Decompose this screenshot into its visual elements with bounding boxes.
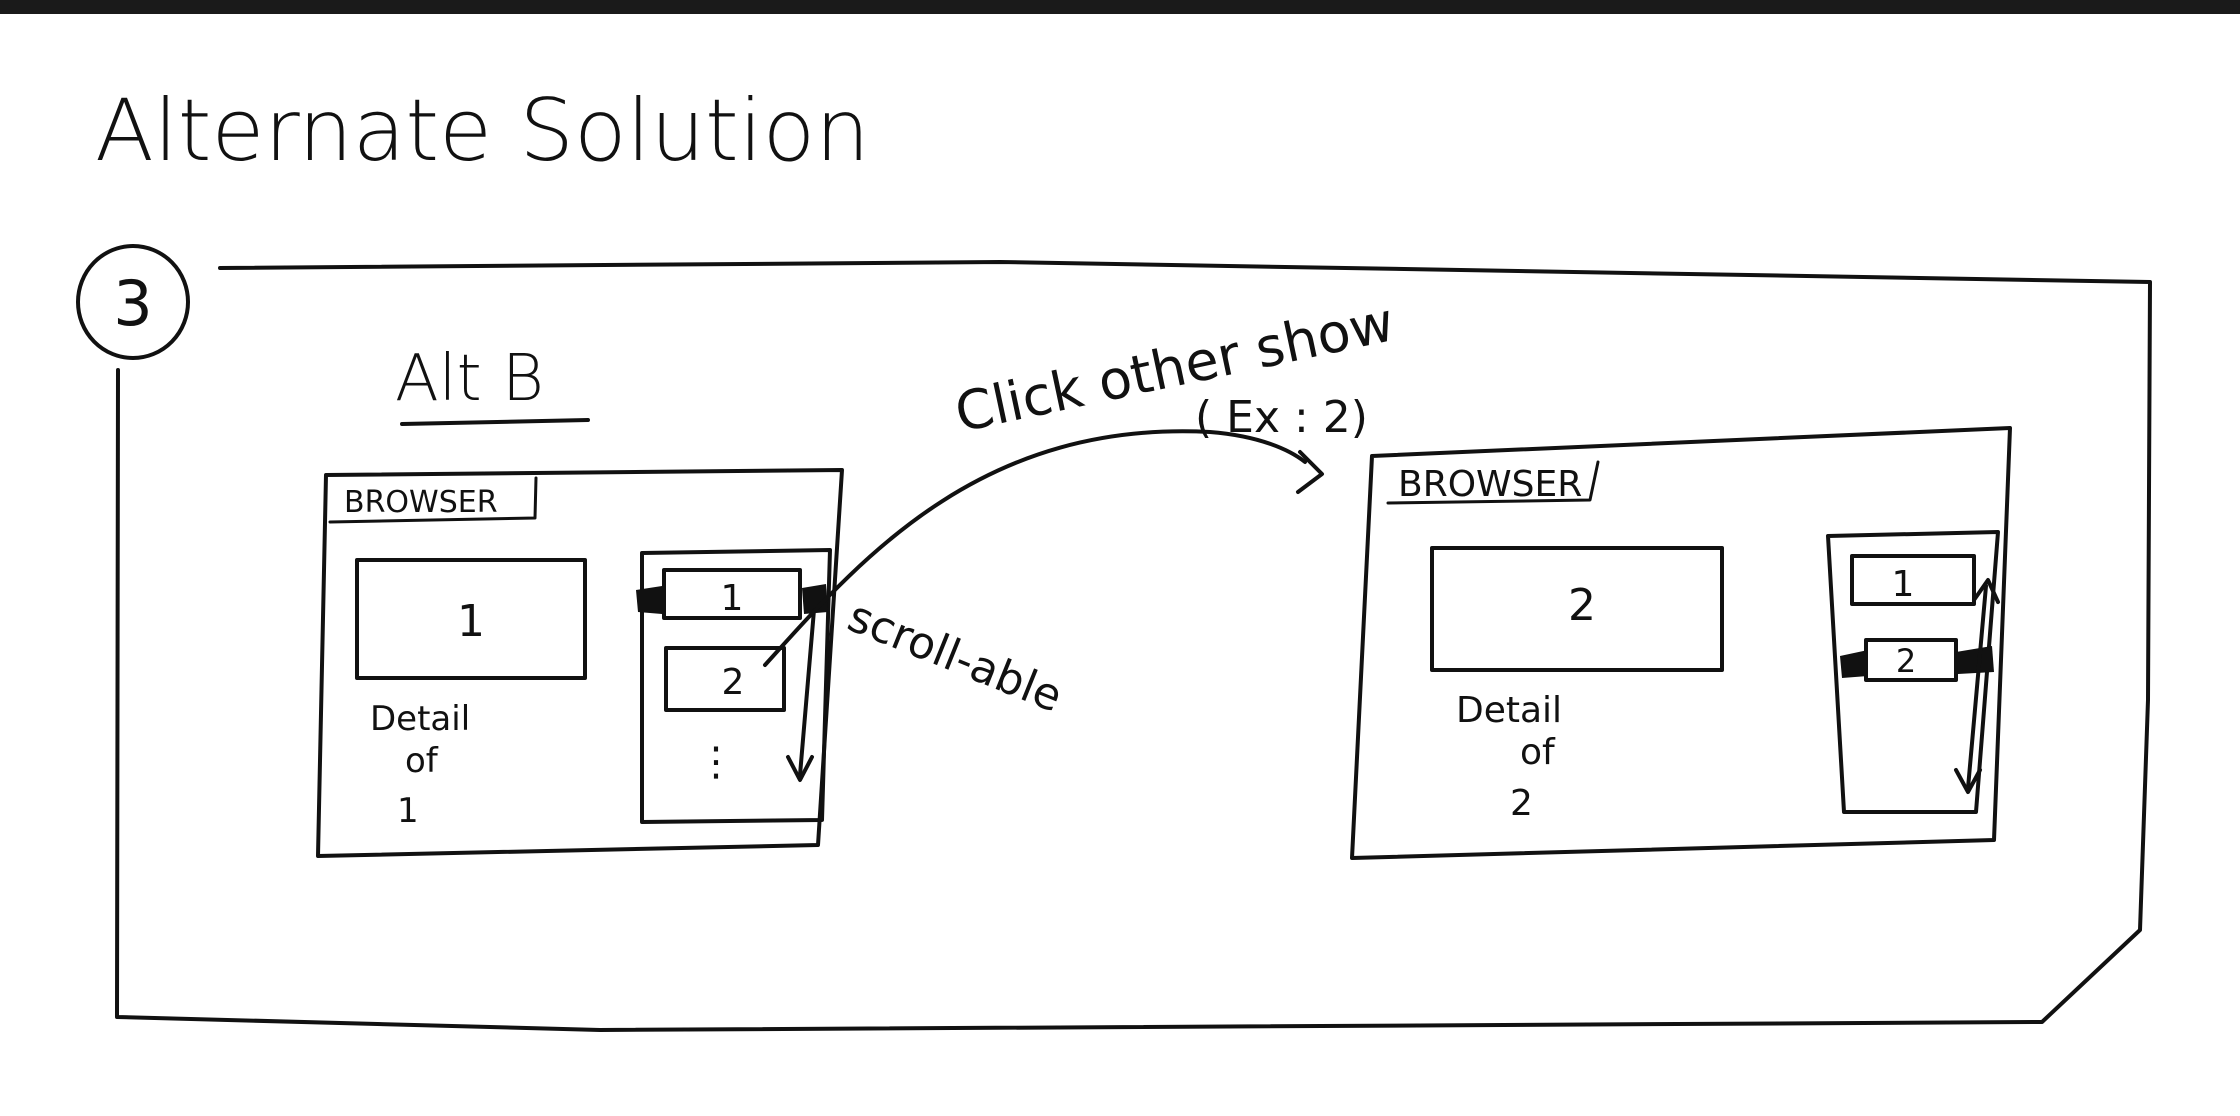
- right-browser-frame: [1350, 426, 2012, 860]
- right-selected-marker-left: [1840, 650, 1868, 678]
- panel-title-underline: [400, 418, 590, 426]
- left-detail-box: [355, 558, 587, 680]
- left-list-item-1: [662, 568, 802, 620]
- right-detail-text-3: 2: [1510, 783, 1533, 824]
- right-list-item-1-label: 1: [1892, 564, 1915, 605]
- example-label: ( Ex : 2): [1195, 392, 1368, 443]
- right-browser-label: BROWSER: [1398, 464, 1582, 505]
- top-band: [0, 0, 2240, 14]
- left-detail-text-3: 1: [397, 791, 419, 831]
- step-number: 3: [113, 267, 152, 340]
- right-detail-text-2: of: [1520, 732, 1556, 773]
- right-detail-text-1: Detail: [1456, 690, 1562, 731]
- right-detail-box: [1430, 546, 1724, 672]
- right-list-item-2-label: 2: [1896, 642, 1916, 680]
- left-list-item-2: [664, 646, 786, 712]
- left-detail-text-1: Detail: [370, 699, 470, 739]
- panel-title: Alt B: [395, 342, 544, 416]
- right-detail-box-number: 2: [1568, 580, 1596, 631]
- left-list-panel: [640, 548, 832, 824]
- left-list-item-1-label: 1: [721, 578, 744, 619]
- transition-arrow: [763, 429, 1307, 667]
- right-scroll-arrowhead-up: [1972, 578, 2000, 604]
- left-selected-marker-left: [636, 586, 662, 614]
- outer-frame: [115, 260, 2152, 1032]
- left-browser-frame: [316, 468, 844, 858]
- left-scroll-line: [798, 608, 816, 777]
- left-detail-text-2: of: [405, 741, 439, 781]
- left-scroll-arrowhead: [786, 755, 814, 782]
- left-list-item-2-label: 2: [722, 662, 745, 703]
- right-list-item-1: [1850, 554, 1976, 606]
- right-scroll-arrowhead-down: [1954, 768, 1982, 794]
- step-circle: [76, 244, 190, 360]
- right-selected-marker-right: [1956, 646, 1994, 674]
- right-browser-mockup: BROWSER 2 Detail of 2 1 2: [1350, 426, 2012, 860]
- right-scroll-line: [1966, 584, 1988, 790]
- transition-arrowhead: [1296, 450, 1324, 494]
- page-title: Alternate Solution: [95, 81, 870, 181]
- left-browser-label: BROWSER: [344, 485, 498, 520]
- right-browser-tab: [1386, 460, 1600, 505]
- right-list-panel: [1826, 530, 2000, 814]
- left-browser-mockup: BROWSER 1 Detail of 1 1 2 ⋮: [316, 468, 844, 858]
- left-detail-box-number: 1: [457, 596, 485, 647]
- left-list-more: ⋮: [696, 739, 736, 785]
- scroll-able-label: scroll-able: [841, 591, 1069, 723]
- left-browser-tab: [328, 476, 538, 524]
